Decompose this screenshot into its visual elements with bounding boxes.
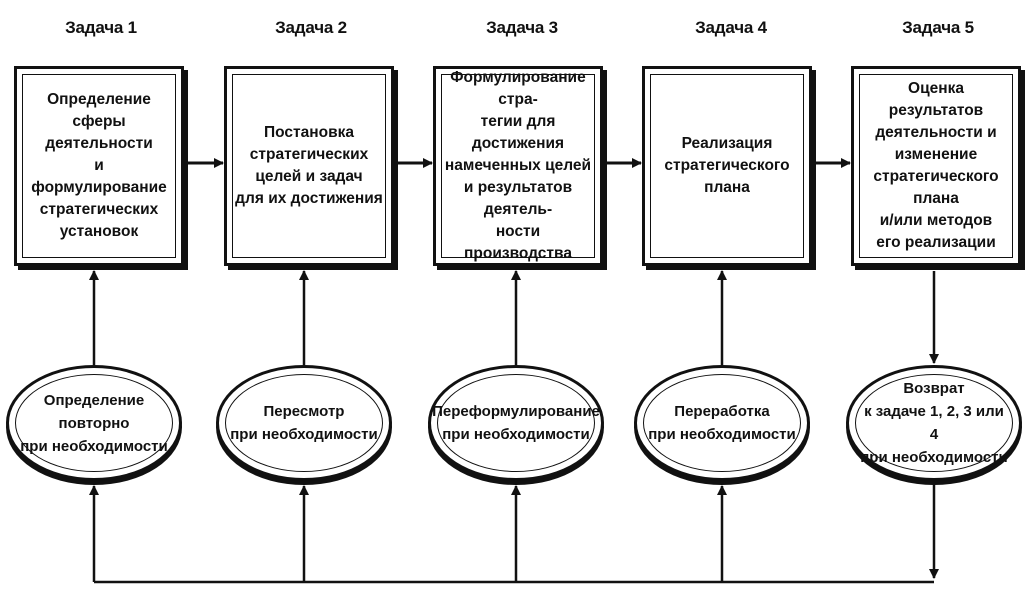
- feedback-4-text: Переработка при необходимости: [648, 403, 796, 443]
- feedback-5-text: Возврат к задаче 1, 2, 3 или 4 при необх…: [860, 380, 1008, 466]
- feedback-3-text: Переформулирование при необходимости: [432, 403, 600, 443]
- task-2-box: Постановка стратегических целей и задач …: [224, 66, 394, 266]
- task-1-title: Задача 1: [65, 18, 137, 37]
- task-5-title: Задача 5: [902, 18, 974, 37]
- feedback-oval-2: Пересмотр при необходимости: [216, 365, 392, 481]
- feedback-oval-5: Возврат к задаче 1, 2, 3 или 4 при необх…: [846, 365, 1022, 481]
- task-1-text: Определение сферы деятельности и формули…: [31, 91, 167, 240]
- task-4-text: Реализация стратегического плана: [664, 135, 790, 196]
- task-2-title: Задача 2: [275, 18, 347, 37]
- feedback-oval-4: Переработка при необходимости: [634, 365, 810, 481]
- task-5-text: Оценка результатов деятельности и измене…: [873, 80, 999, 251]
- feedback-1-text: Определение повторно при необходимости: [20, 391, 168, 455]
- task-1-box: Определение сферы деятельности и формули…: [14, 66, 184, 266]
- task-2-text: Постановка стратегических целей и задач …: [235, 124, 383, 207]
- feedback-oval-1: Определение повторно при необходимости: [6, 365, 182, 481]
- task-3-title: Задача 3: [486, 18, 558, 37]
- task-3-box: Формулирование стра- тегии для достижени…: [433, 66, 603, 266]
- feedback-oval-3: Переформулирование при необходимости: [428, 365, 604, 481]
- task-4-title: Задача 4: [695, 18, 767, 37]
- feedback-2-text: Пересмотр при необходимости: [230, 403, 378, 443]
- task-4-box: Реализация стратегического плана: [642, 66, 812, 266]
- task-3-text: Формулирование стра- тегии для достижени…: [444, 69, 592, 262]
- task-5-box: Оценка результатов деятельности и измене…: [851, 66, 1021, 266]
